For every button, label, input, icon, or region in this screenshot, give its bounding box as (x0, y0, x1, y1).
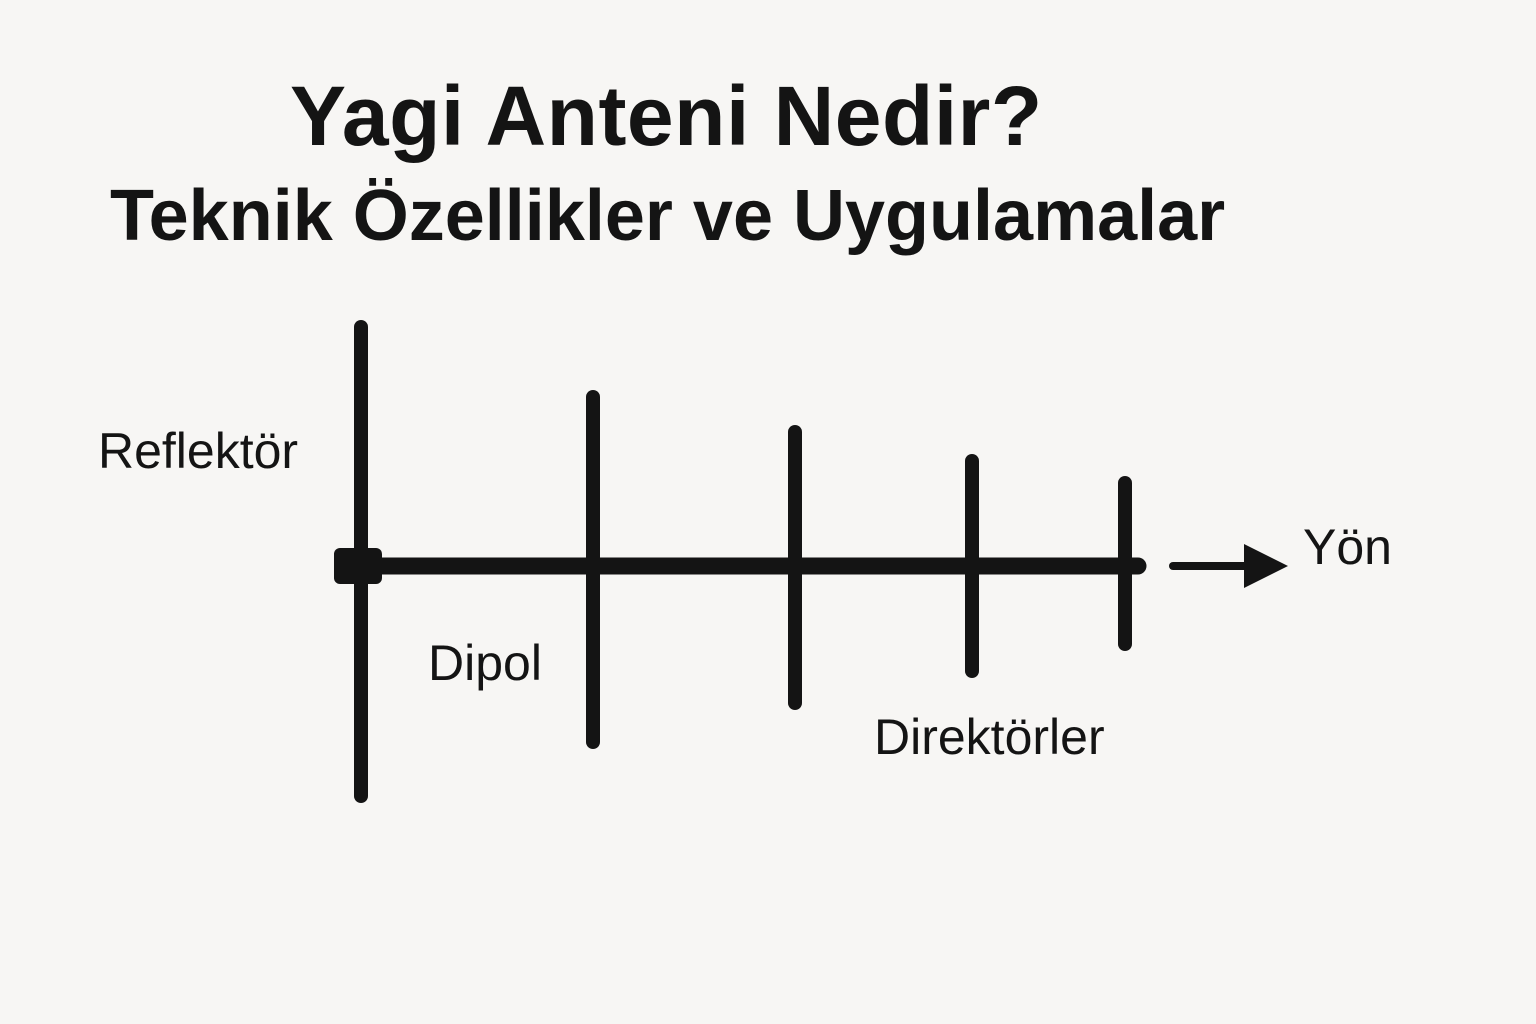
page-title: Yagi Anteni Nedir? (290, 69, 1043, 163)
directors-label: Direktörler (874, 709, 1105, 765)
direction-label: Yön (1303, 519, 1392, 575)
reflector-label: Reflektör (98, 423, 298, 479)
arrow-right-icon (1169, 544, 1288, 588)
dipole-label: Dipol (428, 635, 542, 691)
page-subtitle: Teknik Özellikler ve Uygulamalar (110, 176, 1226, 256)
